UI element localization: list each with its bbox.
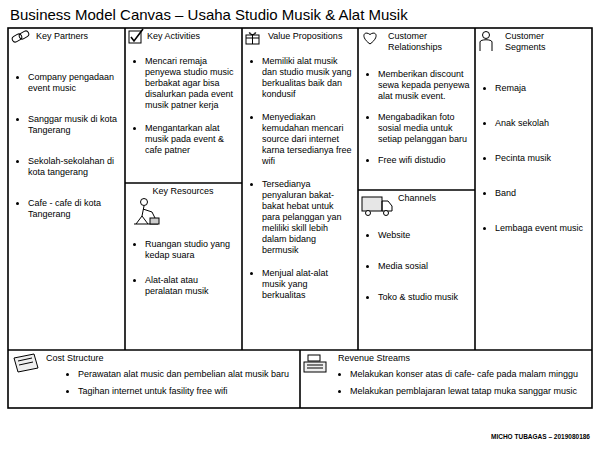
bullet-list: Memberikan discount sewa kepada penyewa … bbox=[362, 69, 470, 166]
bullet-item: Menyediakan kemudahan mencari source dar… bbox=[262, 112, 353, 167]
bullet-item: Remaja bbox=[495, 83, 587, 94]
grid-lines bbox=[8, 28, 592, 408]
bullet-item: Toko & studio musik bbox=[378, 292, 470, 303]
block-heading: Key Activities bbox=[129, 31, 237, 42]
bullet-list: Company pengadaan event musicSanggar mus… bbox=[12, 72, 120, 220]
bullet-item: Company pengadaan event music bbox=[28, 72, 120, 94]
bullet-item: Perawatan alat music dan pembelian alat … bbox=[78, 369, 295, 380]
bullet-item: Pecinta musik bbox=[495, 153, 587, 164]
value-propositions-box: Value PropositionsMemiliki alat musik da… bbox=[242, 28, 358, 350]
key-partners-box: Key PartnersCompany pengadaan event musi… bbox=[8, 28, 125, 350]
bullet-list: Mencari remaja penyewa studio music berb… bbox=[129, 56, 237, 156]
bullet-list: WebsiteMedia sosialToko & studio musik bbox=[362, 230, 470, 303]
bullet-item: Ruangan studio yang kedap suara bbox=[145, 239, 237, 261]
chain-icon bbox=[11, 30, 30, 43]
bill-icon bbox=[14, 354, 38, 372]
key-resources-box: Key ResourcesRuangan studio yang kedap s… bbox=[125, 183, 242, 350]
bullet-list: Perawatan alat music dan pembelian alat … bbox=[12, 369, 295, 397]
block-heading: Key Resources bbox=[129, 186, 237, 197]
bullet-item: Tagihan internet untuk fasility free wif… bbox=[78, 386, 295, 397]
bullet-item: Memberikan discount sewa kepada penyewa … bbox=[378, 69, 470, 102]
bullet-item: Website bbox=[378, 230, 470, 241]
bullet-list: Ruangan studio yang kedap suaraAlat-alat… bbox=[129, 239, 237, 297]
bullet-item: Band bbox=[495, 188, 587, 199]
customer-relationships-box: Customer RelationshipsMemberikan discoun… bbox=[358, 28, 475, 190]
gift-icon bbox=[246, 33, 259, 44]
block-heading: Customer Segments bbox=[479, 31, 587, 53]
check-icon bbox=[129, 29, 143, 43]
bullet-item: Media sosial bbox=[378, 261, 470, 272]
bullet-list: RemajaAnak sekolahPecinta musikBandLemba… bbox=[479, 83, 587, 234]
cost-structure-box: Cost StructurePerawatan alat music dan p… bbox=[8, 350, 300, 408]
bullet-item: Sanggar musik di kota Tangerang bbox=[28, 114, 120, 136]
bullet-list: Memiliki alat musik dan studio musik yan… bbox=[246, 56, 353, 301]
heart-icon bbox=[364, 33, 376, 44]
bullet-item: Sekolah-sekolahan di kota tangerang bbox=[28, 156, 120, 178]
block-heading: Customer Relationships bbox=[362, 31, 470, 53]
bullet-item: Alat-alat atau peralatan musik bbox=[145, 275, 237, 297]
register-icon bbox=[304, 355, 326, 372]
bullet-item: Anak sekolah bbox=[495, 118, 587, 129]
bullet-item: Menjual alat-alat musik yang berkualitas bbox=[262, 268, 353, 301]
block-heading: Revenue Streams bbox=[304, 353, 587, 364]
icons bbox=[11, 29, 492, 372]
bullet-item: Melakukan konser atas di cafe- cafe pada… bbox=[350, 369, 587, 380]
truck-icon bbox=[362, 197, 392, 216]
bullet-item: Memiliki alat musik dan studio musik yan… bbox=[262, 56, 353, 100]
person-icon bbox=[480, 32, 492, 52]
worker-icon bbox=[134, 199, 159, 225]
block-heading: Key Partners bbox=[12, 31, 120, 42]
bullet-item: Cafe - cafe di kota Tangerang bbox=[28, 198, 120, 220]
bullet-item: Mengantarkan alat musik pada event & caf… bbox=[145, 123, 237, 156]
author-label: MICHO TUBAGAS – 2019080186 bbox=[491, 433, 590, 440]
bullet-item: Melakukan pemblajaran lewat tatap muka s… bbox=[350, 386, 587, 397]
block-heading: Cost Structure bbox=[12, 353, 295, 364]
customer-segments-box: Customer SegmentsRemajaAnak sekolahPecin… bbox=[475, 28, 592, 350]
key-activities-box: Key ActivitiesMencari remaja penyewa stu… bbox=[125, 28, 242, 183]
channels-box: ChannelsWebsiteMedia sosialToko & studio… bbox=[358, 190, 475, 350]
bullet-item: Free wifi distudio bbox=[378, 155, 470, 166]
bullet-item: Mencari remaja penyewa studio music berb… bbox=[145, 56, 237, 111]
bullet-item: Tersedianya penyaluran bakat-bakat hebat… bbox=[262, 179, 353, 256]
bullet-list: Melakukan konser atas di cafe- cafe pada… bbox=[304, 369, 587, 397]
block-heading: Value Propositions bbox=[246, 31, 353, 42]
bullet-item: Lembaga event music bbox=[495, 223, 587, 234]
canvas-title: Business Model Canvas – Usaha Studio Mus… bbox=[10, 6, 408, 23]
revenue-streams-box: Revenue StreamsMelakukan konser atas di … bbox=[300, 350, 592, 408]
bullet-item: Mengabadikan foto sosial media untuk set… bbox=[378, 112, 470, 145]
block-heading: Channels bbox=[362, 193, 470, 204]
